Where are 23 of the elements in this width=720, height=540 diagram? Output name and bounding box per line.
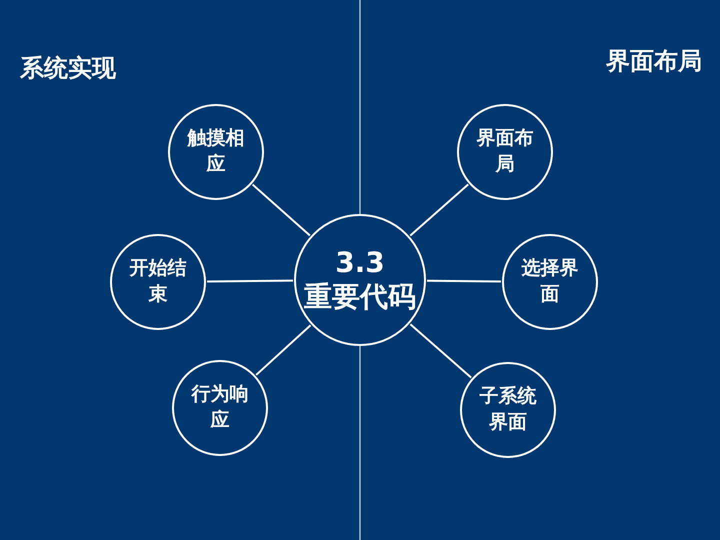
circle-node: [172, 360, 268, 456]
connector-line: [410, 184, 469, 236]
node-label: 行为响应: [192, 382, 248, 433]
circle-node: [294, 214, 426, 346]
node-label: 选择界面: [522, 256, 578, 307]
node-title: 重要代码: [304, 280, 416, 314]
connector-line: [410, 323, 472, 378]
connector-line: [252, 184, 311, 236]
node-label: 界面布局: [476, 126, 534, 177]
section-heading: 界面布局: [606, 46, 702, 77]
circle-node: [168, 104, 264, 200]
section-heading: 系统实现: [20, 53, 116, 84]
node-label: 开始结束: [130, 256, 186, 307]
node-label: 触摸相应: [188, 126, 244, 177]
circle-node: [457, 104, 553, 200]
node-label: 子系统界面: [480, 384, 536, 435]
circle-node: [110, 234, 206, 330]
circle-node: [460, 362, 556, 458]
connector-line: [206, 280, 294, 283]
section-number: 3.3: [335, 246, 385, 280]
connector-line: [426, 280, 502, 282]
circle-node: [502, 234, 598, 330]
connector-line: [255, 324, 312, 376]
